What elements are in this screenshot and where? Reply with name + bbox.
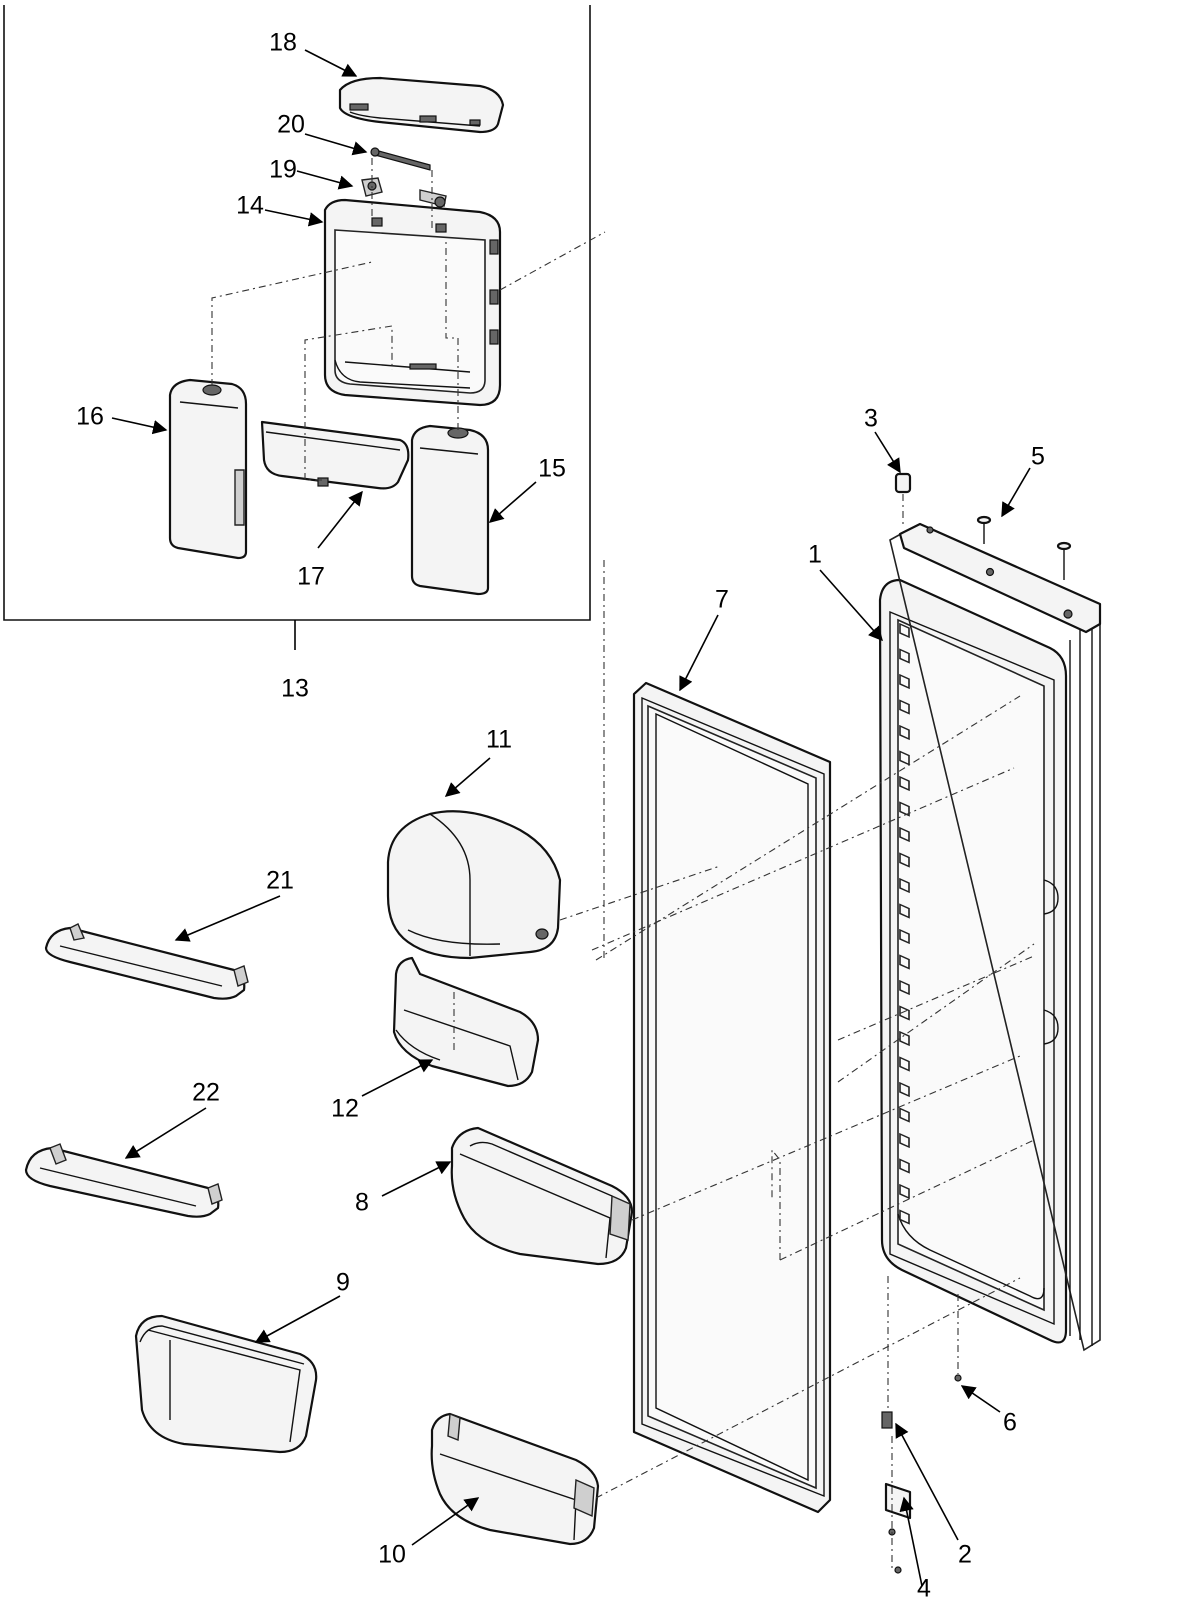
part-7-door-gasket xyxy=(632,681,832,1514)
callout-21: 21 xyxy=(266,867,294,895)
part-14-dispenser-housing xyxy=(323,198,502,407)
vent-slot xyxy=(899,1209,910,1225)
part-17-center-tray xyxy=(260,420,410,490)
vent-slot xyxy=(899,826,910,843)
vent-slot xyxy=(899,801,910,817)
vent-slot xyxy=(899,699,910,715)
callout-6: 6 xyxy=(1003,1409,1017,1437)
vent-slot xyxy=(899,928,910,945)
part-10-door-bin-bottom xyxy=(430,1412,600,1546)
part-5-screws xyxy=(976,515,1072,580)
vent-slot xyxy=(899,979,910,996)
vent-slot xyxy=(899,1005,910,1021)
inset-alignment-lines xyxy=(211,158,606,481)
vent-slot xyxy=(899,1107,910,1123)
part-3-hinge-bushing xyxy=(894,472,912,528)
part-9-storage-basket xyxy=(134,1314,318,1454)
callout-4: 4 xyxy=(917,1575,931,1600)
part-1-vent-slots xyxy=(899,622,910,1225)
vent-slot xyxy=(899,1132,910,1149)
callout-15: 15 xyxy=(538,455,566,483)
part-18-dispenser-cover xyxy=(338,76,505,134)
part-8-door-bin-large xyxy=(450,1126,634,1266)
vent-slot xyxy=(899,648,910,664)
vent-slot xyxy=(899,622,910,639)
part-4-hinge-bracket xyxy=(884,1436,912,1574)
vent-slot xyxy=(899,877,910,894)
callout-13: 13 xyxy=(281,675,309,703)
vent-slot xyxy=(899,750,910,766)
callout-7: 7 xyxy=(715,586,729,614)
callout-leaders xyxy=(111,49,1031,1587)
callout-numbers: 18 20 19 14 16 15 17 13 3 5 1 7 11 21 12… xyxy=(76,29,1045,1603)
vent-slot xyxy=(899,1158,910,1174)
callout-14: 14 xyxy=(236,192,264,220)
callout-5: 5 xyxy=(1031,443,1045,471)
dispenser-inset-frame xyxy=(3,5,591,650)
vent-slot xyxy=(899,724,910,741)
part-6-plug xyxy=(954,1294,962,1382)
part-15-right-chute-door xyxy=(410,424,490,596)
vent-slot xyxy=(899,1183,910,1200)
vent-slot xyxy=(899,1081,910,1098)
vent-slot xyxy=(899,852,910,868)
callout-16: 16 xyxy=(76,403,104,431)
part-12-door-bin xyxy=(392,956,540,1088)
part-20-shaft xyxy=(370,147,431,171)
part-22-door-shelf xyxy=(24,1143,223,1218)
vent-slot xyxy=(899,954,910,970)
callout-10: 10 xyxy=(378,1541,406,1569)
callout-17: 17 xyxy=(297,563,325,591)
callout-1: 1 xyxy=(808,541,822,569)
callout-22: 22 xyxy=(192,1079,220,1107)
door-outer-panel xyxy=(889,522,1102,1352)
callout-8: 8 xyxy=(355,1189,369,1217)
callout-19: 19 xyxy=(269,156,297,184)
part-16-left-chute-door xyxy=(168,378,248,560)
vent-slot xyxy=(899,1030,910,1047)
vent-slot xyxy=(899,673,910,690)
vent-slot xyxy=(899,903,910,919)
callout-2: 2 xyxy=(958,1541,972,1569)
vent-slot xyxy=(899,775,910,792)
main-alignment-lines xyxy=(591,560,1035,1499)
callout-11: 11 xyxy=(486,726,512,754)
callout-20: 20 xyxy=(277,111,305,139)
part-1-door-liner xyxy=(878,578,1068,1344)
callout-18: 18 xyxy=(269,29,297,57)
part-21-door-shelf xyxy=(44,923,249,1000)
vent-slot xyxy=(899,1056,910,1072)
callout-9: 9 xyxy=(336,1269,350,1297)
callout-3: 3 xyxy=(864,405,878,433)
part-11-dairy-compartment xyxy=(386,810,721,960)
callout-12: 12 xyxy=(331,1095,359,1123)
part-2-hinge-pin xyxy=(881,1276,893,1429)
